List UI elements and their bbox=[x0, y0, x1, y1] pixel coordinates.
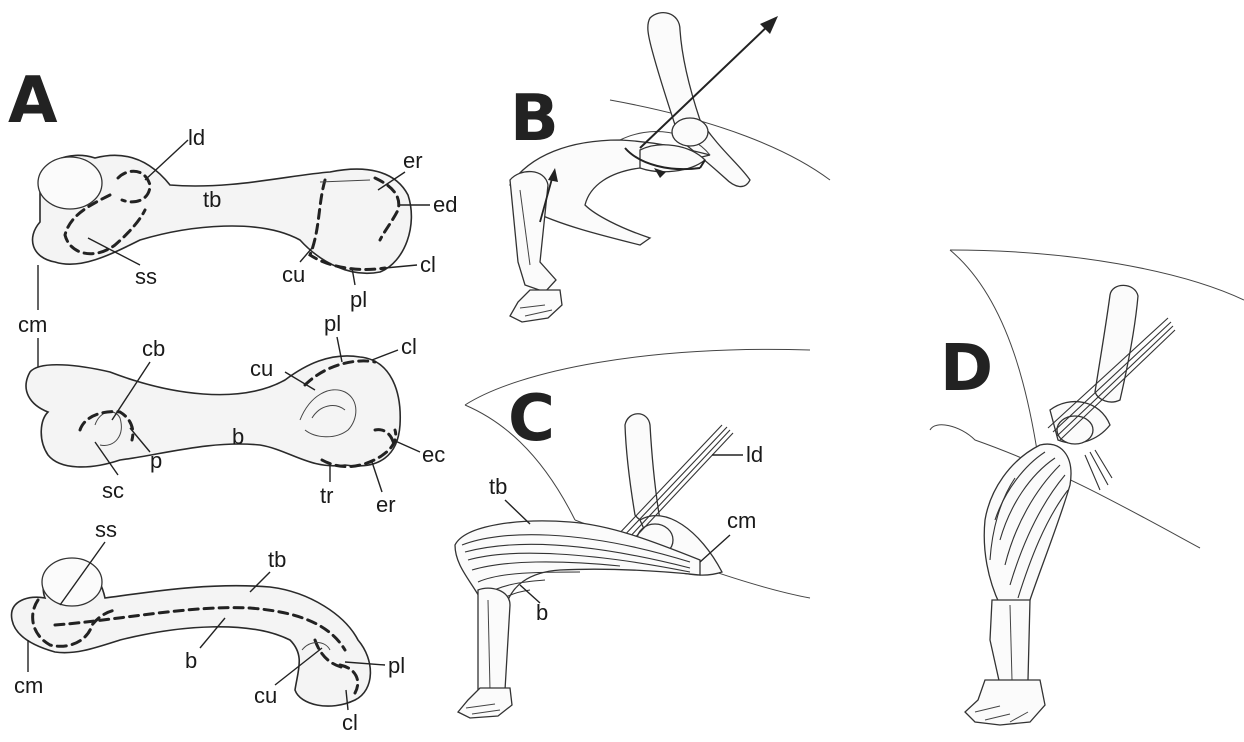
label-a-top-ss: ss bbox=[135, 264, 157, 289]
panel-d: D bbox=[930, 250, 1244, 725]
label-a-mid-p: p bbox=[150, 448, 162, 473]
label-a-mid-cu: cu bbox=[250, 356, 273, 381]
label-a-top-pl: pl bbox=[350, 287, 367, 312]
panel-d-letter: D bbox=[940, 332, 993, 406]
panel-a: A ld tb er ed ss cu pl cl bbox=[8, 64, 457, 735]
label-a-mid-sc: sc bbox=[102, 478, 124, 503]
label-a-top-ed: ed bbox=[433, 192, 457, 217]
label-a-mid-cb: cb bbox=[142, 336, 165, 361]
label-a-mid-pl: pl bbox=[324, 311, 341, 336]
label-a-cm: cm bbox=[18, 312, 47, 337]
label-c-cm: cm bbox=[727, 508, 756, 533]
label-c-b: b bbox=[536, 600, 548, 625]
label-a-top-ld: ld bbox=[188, 125, 205, 150]
label-a-top-tb: tb bbox=[203, 187, 221, 212]
panel-a-middle-bone bbox=[26, 356, 400, 467]
panel-c-letter: C bbox=[508, 382, 555, 456]
label-a-top-cu: cu bbox=[282, 262, 305, 287]
panel-a-letter: A bbox=[8, 64, 58, 138]
label-a-mid-cl: cl bbox=[401, 334, 417, 359]
panel-b: B bbox=[510, 13, 830, 322]
label-a-bot-cl: cl bbox=[342, 710, 358, 735]
label-a-bot-ss: ss bbox=[95, 517, 117, 542]
label-c-tb: tb bbox=[489, 474, 507, 499]
label-a-bot-pl: pl bbox=[388, 653, 405, 678]
label-a-bot-cm: cm bbox=[14, 673, 43, 698]
label-a-bot-tb: tb bbox=[268, 547, 286, 572]
label-a-top-er: er bbox=[403, 148, 423, 173]
panel-c: C ld tb cm b bbox=[455, 349, 810, 718]
label-a-mid-er: er bbox=[376, 492, 396, 517]
panel-b-letter: B bbox=[510, 82, 559, 156]
panel-a-top-bone bbox=[33, 155, 412, 273]
label-a-top-cl: cl bbox=[420, 252, 436, 277]
label-a-mid-b: b bbox=[232, 424, 244, 449]
label-a-mid-tr: tr bbox=[320, 483, 333, 508]
label-a-bot-cu: cu bbox=[254, 683, 277, 708]
label-a-mid-ec: ec bbox=[422, 442, 445, 467]
panel-a-bottom-bone bbox=[12, 558, 371, 706]
label-a-bot-b: b bbox=[185, 648, 197, 673]
label-c-ld: ld bbox=[746, 442, 763, 467]
